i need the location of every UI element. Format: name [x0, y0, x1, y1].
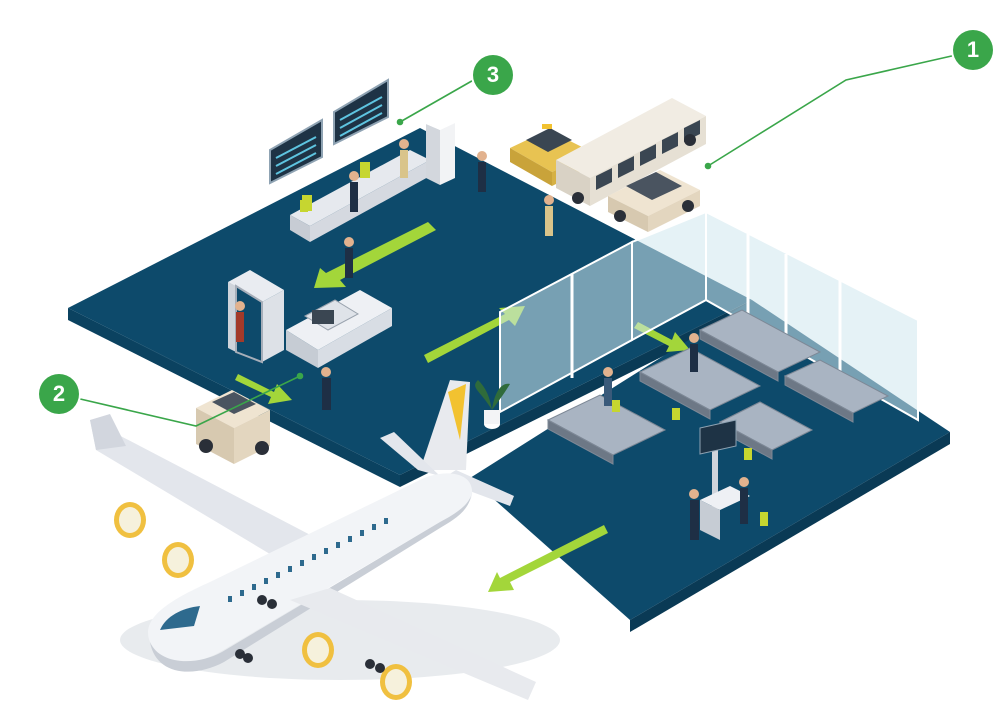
security-gate-icon — [228, 270, 284, 364]
callout-marker-1[interactable]: 1 — [953, 30, 993, 70]
callout-lines — [75, 54, 957, 427]
gate-desk — [699, 419, 750, 540]
departure-board-icon — [269, 78, 389, 185]
callout-line-2 — [75, 375, 301, 427]
water-dispenser — [426, 117, 455, 185]
callout-marker-2[interactable]: 2 — [39, 374, 79, 414]
callout-line-1 — [707, 54, 957, 167]
passengers — [235, 139, 768, 540]
callout-marker-3[interactable]: 3 — [473, 55, 513, 95]
airplane-icon — [90, 380, 560, 700]
luggage-scanner-icon — [286, 290, 392, 368]
seat-icon — [546, 309, 890, 465]
car-icon — [608, 170, 700, 232]
bus-icon — [556, 98, 706, 206]
glass-wall — [499, 210, 919, 422]
plant-icon — [475, 380, 510, 429]
callout-line-3 — [399, 77, 478, 123]
